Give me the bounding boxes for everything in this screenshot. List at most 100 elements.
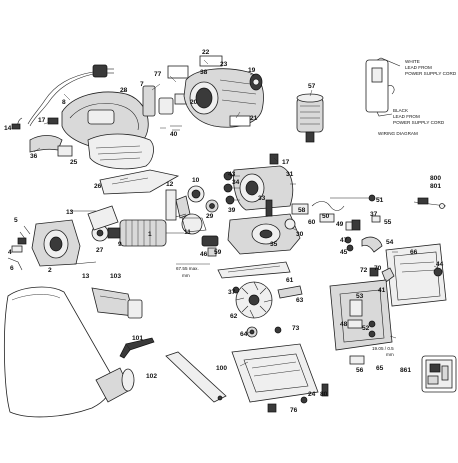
wire-loop	[387, 85, 395, 95]
callout-49: 49	[336, 221, 344, 228]
strap-body	[165, 351, 227, 403]
guide-53	[349, 299, 363, 317]
callout-77: 77	[154, 71, 162, 78]
callout-72: 72	[360, 267, 368, 274]
screw-18	[368, 330, 376, 338]
callout-19: 19	[248, 67, 256, 74]
callout-100: 100	[216, 365, 227, 372]
handle-cover-25	[87, 133, 154, 170]
callout-55: 55	[384, 219, 392, 226]
strap-100	[165, 351, 227, 403]
pin-40	[170, 125, 182, 131]
callout-47: 47	[340, 237, 348, 244]
shroud-26	[99, 169, 180, 195]
field-assembly	[7, 210, 97, 271]
dust-bag-body-102	[4, 286, 113, 418]
callout-41: 41	[378, 287, 386, 294]
label-21	[229, 115, 251, 127]
bolt-49	[345, 221, 353, 231]
bushing-59	[201, 235, 219, 247]
shroud-plate-26	[99, 169, 180, 195]
callout-12: 12	[166, 181, 174, 188]
switch-assembly	[142, 65, 190, 131]
black-lead-cord-label: POWER SUPPLY CORD	[393, 120, 445, 125]
callout-54: 54	[386, 239, 394, 246]
screw-13-bottom	[73, 261, 97, 265]
washer-55	[371, 215, 381, 223]
callout-13-bottom: 13	[82, 273, 90, 280]
callout-14: 14	[4, 125, 12, 132]
baffle-9	[87, 205, 119, 231]
base-plate-100	[231, 343, 329, 413]
black-lead-from-label: LEAD FROM	[393, 114, 420, 119]
cord-protector-36	[29, 135, 63, 153]
nameplate-22	[199, 55, 223, 67]
washer-56	[349, 355, 365, 365]
callout-22: 22	[202, 49, 210, 56]
callout-65: 65	[376, 365, 384, 372]
ring-39	[225, 195, 235, 205]
white-wire	[376, 57, 401, 67]
depth-dimension-unit: mm	[182, 273, 190, 278]
terminal-14	[11, 123, 21, 130]
wrench-bar-101	[125, 337, 155, 351]
callout-37-lower: 37	[228, 289, 236, 296]
callout-35: 35	[270, 241, 278, 248]
callout-801: 801	[430, 183, 441, 190]
callout-73: 73	[292, 325, 300, 332]
blade-washer-12	[181, 213, 203, 235]
wiring-diagram-title: WIRING DIAGRAM	[378, 131, 418, 136]
callout-1: 1	[148, 231, 152, 238]
callout-76: 76	[290, 407, 298, 414]
callout-36: 36	[30, 153, 38, 160]
callout-66: 66	[410, 249, 418, 256]
wrench-101	[119, 337, 155, 359]
plug-8	[92, 64, 108, 78]
angle-dimension-unit: mm	[386, 352, 394, 357]
cutter-assembly	[217, 261, 303, 338]
callout-64: 64	[240, 331, 248, 338]
callout-21: 21	[250, 115, 258, 122]
screw-80	[300, 396, 308, 404]
callout-861: 861	[400, 367, 411, 374]
callout-39: 39	[228, 207, 236, 214]
callout-38: 38	[200, 69, 208, 76]
callout-7: 7	[140, 81, 144, 88]
callout-17-left: 17	[38, 117, 46, 124]
callout-62: 62	[230, 313, 238, 320]
label-77	[167, 65, 189, 79]
callout-59: 59	[214, 249, 222, 256]
armature-1	[87, 205, 184, 247]
callout-34: 34	[232, 179, 240, 186]
callout-45: 45	[340, 249, 348, 256]
callout-labels: 1 2 4 5 6 7 8 9 10 11 12 13 13 14 17 17 …	[4, 49, 444, 414]
callout-9: 9	[118, 241, 122, 248]
armature-core-1	[119, 219, 167, 247]
callout-10: 10	[192, 177, 200, 184]
callout-37-right: 37	[370, 211, 378, 218]
screw-52	[368, 320, 376, 328]
bracket-58	[291, 203, 309, 215]
screw-37-right	[351, 219, 361, 231]
callout-24: 24	[308, 391, 316, 398]
callout-28: 28	[120, 87, 128, 94]
screw-73	[274, 326, 282, 334]
callout-13-top: 13	[66, 209, 74, 216]
callout-44: 44	[436, 261, 444, 268]
callout-2: 2	[48, 267, 52, 274]
callout-33: 33	[258, 195, 266, 202]
handle-grip	[87, 109, 115, 125]
handle-assembly	[29, 91, 154, 170]
nut-50	[319, 213, 335, 223]
callout-60: 60	[308, 219, 316, 226]
blade-guard-61	[217, 261, 291, 279]
spring-60	[311, 201, 345, 211]
white-lead-from-label: LEAD FROM	[405, 65, 432, 70]
leader-lines	[33, 59, 439, 367]
callout-25: 25	[70, 159, 78, 166]
foot-76	[267, 403, 277, 413]
angle-dimension-label: 19.05 / 0.5	[372, 346, 394, 351]
white-lead-label: WHITE	[405, 59, 420, 64]
callout-5: 5	[14, 217, 18, 224]
